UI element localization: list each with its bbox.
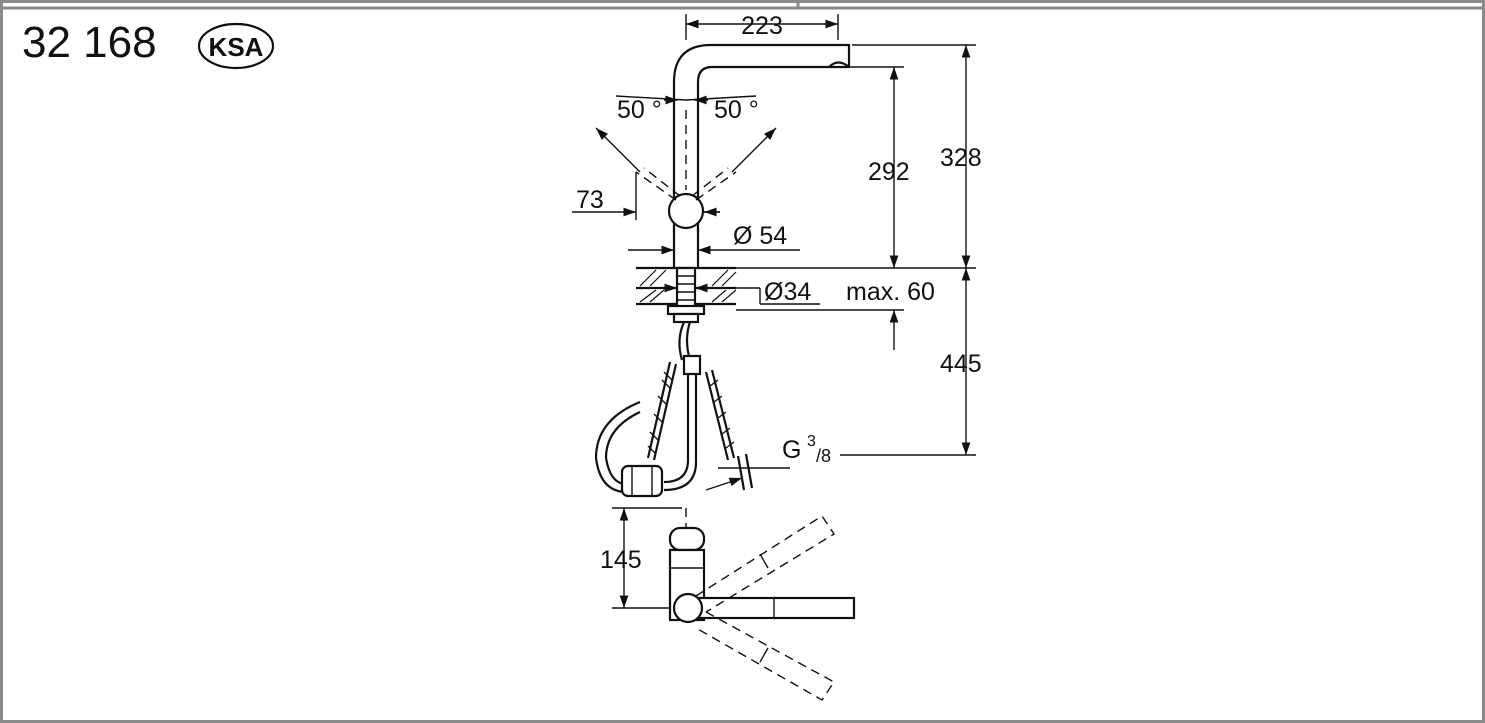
dim-thread-letter: G [782, 436, 801, 464]
model-number: 32 168 [22, 18, 157, 67]
dim-swivel-left: 50 ° [617, 96, 662, 124]
dim-body-diameter: Ø 54 [733, 222, 787, 250]
ksa-badge-label: KSA [209, 32, 264, 62]
dim-thread-numerator: 3 [807, 433, 816, 450]
dim-hole-diameter: Ø34 [764, 278, 811, 306]
dim-thread-denominator: /8 [816, 446, 831, 466]
faucet-plan-view [612, 507, 856, 701]
dim-max-thickness: max. 60 [846, 278, 935, 306]
dim-connection-thread: G 3 /8 [782, 433, 831, 466]
dim-below-counter: 445 [940, 350, 982, 378]
dim-spout-height: 292 [868, 158, 910, 186]
dim-swivel-right: 50 ° [714, 96, 759, 124]
dim-top-reach: 223 [741, 12, 783, 40]
dim-handle-offset: 73 [576, 186, 604, 214]
faucet-elevation [594, 43, 851, 498]
dimension-lines [572, 14, 976, 491]
dim-plan-depth: 145 [600, 546, 642, 574]
ksa-badge: KSA [197, 22, 275, 70]
dim-total-height: 328 [940, 144, 982, 172]
